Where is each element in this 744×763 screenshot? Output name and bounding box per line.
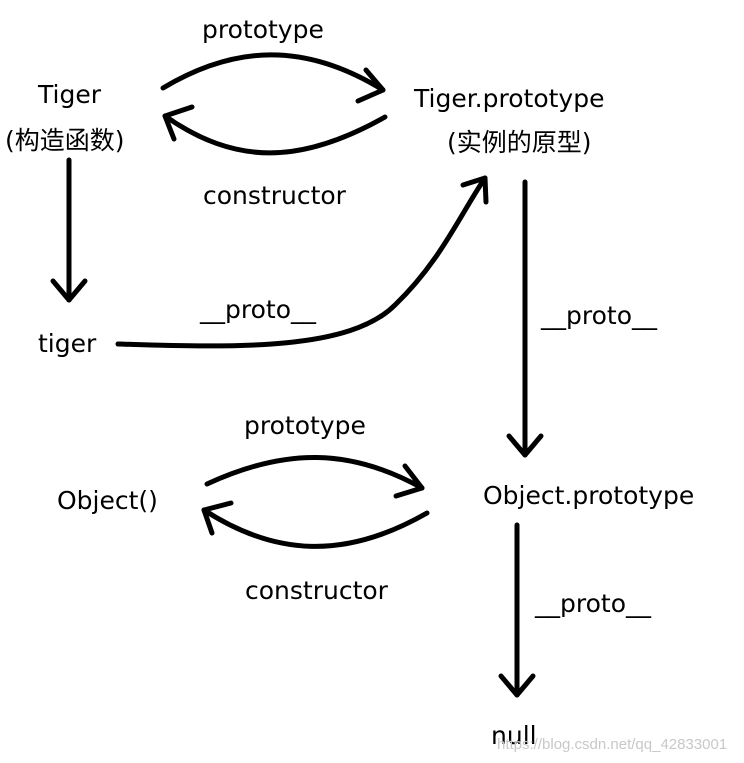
edge-object-constructor-arrow <box>201 507 430 549</box>
edge-object-prototype-arrowhead <box>393 463 425 499</box>
edge-tiger-instance-proto-arrowhead <box>460 175 489 205</box>
node-null: null <box>491 721 537 750</box>
edge-label-object-constructor: constructor <box>245 576 388 605</box>
edge-label-tiger-prototype-proto: __proto__ <box>541 301 657 330</box>
watermark-text: https://blog.csdn.net/qq_42833001 <box>497 736 728 753</box>
edge-tiger-instance-proto-arrow <box>115 175 488 349</box>
edge-tiger-instance-arrowhead <box>50 278 88 303</box>
node-object-constructor: Object() <box>57 486 158 515</box>
node-tiger-prototype: Tiger.prototype <box>414 84 605 113</box>
edge-object-prototype-proto-arrowhead <box>498 673 536 698</box>
edge-tiger-constructor-arrowhead <box>162 104 195 142</box>
edge-tiger-prototype-arrowhead <box>355 67 386 104</box>
edge-tiger-constructor-arrow <box>162 113 388 156</box>
edge-tiger-prototype-proto-arrowhead <box>506 433 544 458</box>
node-tiger-instance: tiger <box>38 329 97 358</box>
edge-label-object-prototype: prototype <box>244 411 366 440</box>
node-tiger-constructor: Tiger <box>38 80 101 109</box>
edge-tiger-prototype-arrow <box>160 52 386 93</box>
edge-object-prototype-arrow <box>204 455 425 491</box>
edge-object-constructor-arrowhead <box>201 500 234 536</box>
edge-label-tiger-constructor: constructor <box>203 181 346 210</box>
node-tiger-constructor-note: (构造函数) <box>5 126 125 155</box>
edge-label-tiger-prototype: prototype <box>202 15 324 44</box>
node-tiger-prototype-note: (实例的原型) <box>447 128 592 157</box>
node-object-prototype: Object.prototype <box>483 481 695 510</box>
edge-label-object-prototype-proto: __proto__ <box>535 589 651 618</box>
edge-label-tiger-instance-proto: __proto__ <box>200 295 316 324</box>
